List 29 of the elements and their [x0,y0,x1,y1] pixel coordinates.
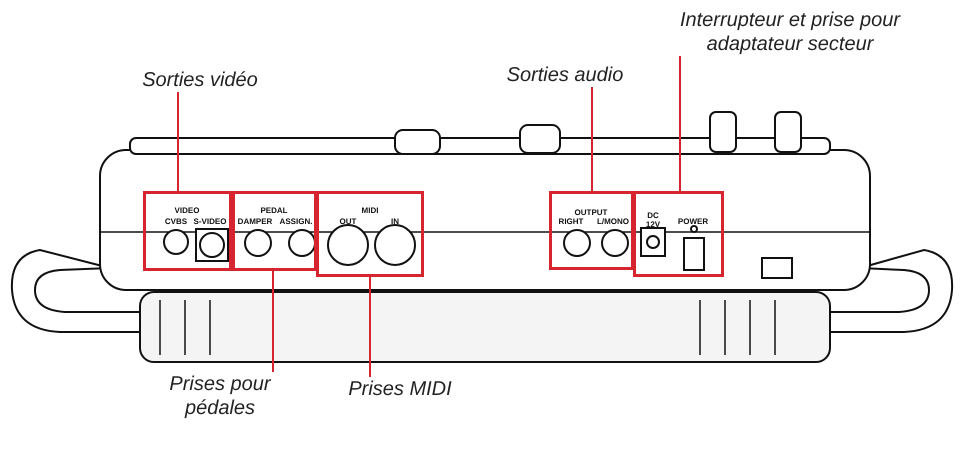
panel-label: CVBS [164,217,188,226]
panel-label: MIDI [362,206,378,215]
panel-label: ASSIGN. [280,217,312,226]
panel-label: POWER [678,217,708,226]
leader-line [369,277,371,377]
callout-text: Sorties audio [480,63,650,87]
highlight-frame [549,191,634,270]
panel-label: OUT [340,217,356,226]
leader-line [679,56,681,191]
panel-label: IN [391,217,399,226]
panel-label: VIDEO [174,206,200,215]
panel-label: DC 12V [644,211,662,229]
leader-line [177,92,179,191]
highlight-frame [633,191,724,277]
callout-text: Sorties vidéo [110,68,290,92]
panel-label: DAMPER [238,217,272,226]
callout-text: Interrupteur et prise pour adaptateur secteur [670,8,910,56]
panel-label: L/MONO [597,217,629,226]
callout-text: Prises MIDI [325,377,475,401]
highlight-frame [232,191,317,271]
panel-label: S-VIDEO [194,217,226,226]
panel-label: OUTPUT [574,208,608,217]
highlight-frame [316,191,424,277]
leader-line [272,271,274,372]
callout-text: Prises pour pédales [140,372,300,420]
panel-label: RIGHT [558,217,584,226]
panel-label: PEDAL [260,206,288,215]
leader-line [591,87,593,191]
highlight-frame [143,191,232,271]
